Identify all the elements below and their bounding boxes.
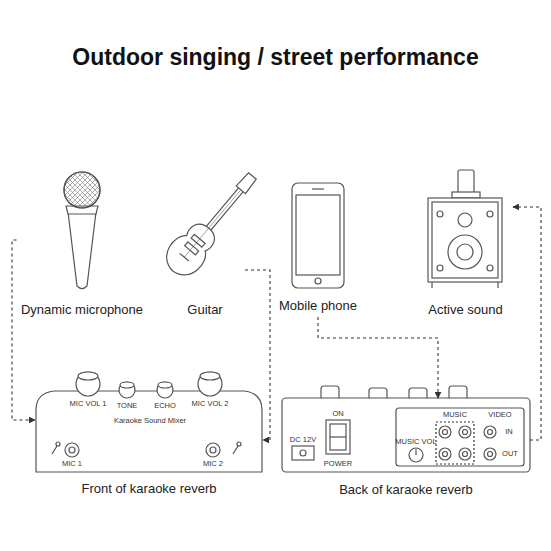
part-label: ECHO [154,402,176,410]
mixer-front [36,372,262,472]
part-label: MIC 2 [203,460,223,468]
part-label: Karaoke Sound Mixer [114,417,186,425]
device-node: Guitar [165,175,245,321]
node-label: Dynamic microphone [21,302,143,317]
part-label: MIC 1 [62,460,82,468]
part-label: ON [332,410,343,418]
guitar-icon [159,164,267,283]
signal-connector [318,317,438,398]
node-label: Back of karaoke reverb [339,482,473,497]
part-label: DC 12V [290,436,316,444]
part-label: TONE [117,402,138,410]
signal-connector [245,270,270,440]
node-label: Active sound [428,302,502,317]
node-label: Guitar [187,302,222,317]
device-node: Dynamic microphone [17,170,148,321]
part-label: VIDEO [488,411,511,419]
signal-connector [12,240,35,420]
part-label: MUSIC [443,411,467,419]
part-label: MUSIC VOL [395,438,436,446]
phone-icon [292,183,344,288]
node-label: Mobile phone [279,298,357,313]
mixer-back [282,386,530,472]
node-label: Front of karaoke reverb [81,481,216,496]
part-label: OUT [502,450,518,458]
part-label: IN [505,428,513,436]
signal-connector [513,207,541,440]
microphone-icon [64,172,100,289]
part-label: MIC VOL 2 [192,400,229,408]
speaker-icon [428,170,502,288]
page-title: Outdoor singing / street performance [0,44,551,71]
device-node: Mobile phone [268,178,368,317]
part-label: POWER [324,460,352,468]
mixer-node: Front of karaoke reverb [35,375,263,500]
part-label: MIC VOL 1 [70,400,107,408]
device-node: Active sound [418,165,513,321]
